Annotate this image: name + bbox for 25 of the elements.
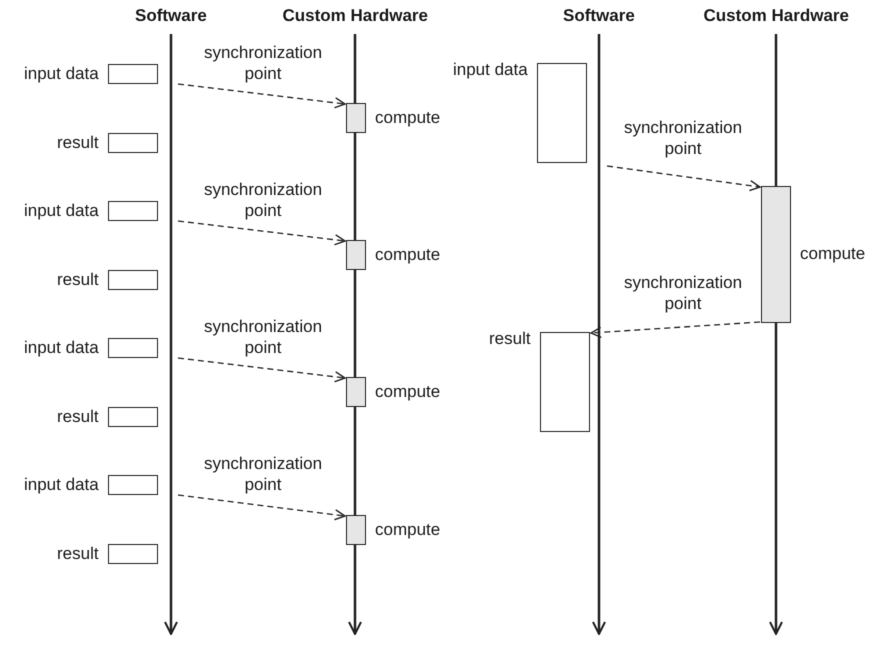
lane-heading: Software (135, 6, 207, 26)
dashed-arrow (178, 494, 346, 520)
lane-heading: Custom Hardware (704, 6, 849, 26)
block-label: result (57, 132, 99, 152)
lane-heading: Software (563, 6, 635, 26)
dashed-arrow (178, 220, 346, 246)
block-label: compute (375, 382, 440, 402)
block-label: result (57, 270, 99, 290)
dashed-arrow (178, 83, 346, 108)
block-label: compute (800, 244, 866, 264)
dashed-arrow (178, 357, 346, 382)
block-label: compute (375, 520, 440, 540)
dashed-arrow (590, 321, 760, 338)
lane-heading: Custom Hardware (282, 6, 428, 26)
dashed-arrow (606, 165, 761, 192)
block-label: input data (453, 60, 528, 80)
block-label: result (489, 329, 531, 349)
block-label: compute (375, 244, 440, 264)
block-label: compute (375, 108, 440, 128)
block-label: result (57, 544, 99, 564)
block-label: input data (24, 474, 99, 494)
block-label: input data (24, 200, 99, 220)
block-label: input data (24, 338, 99, 358)
block-label: input data (24, 64, 99, 84)
block-label: result (57, 406, 99, 426)
